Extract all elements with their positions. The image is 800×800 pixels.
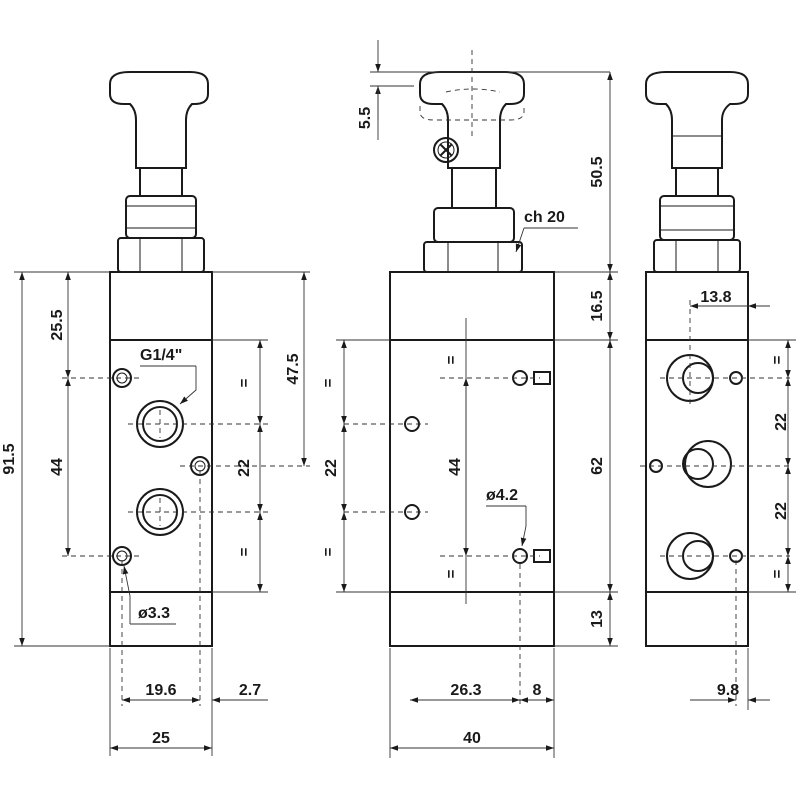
- bushing-mid: [433, 207, 515, 243]
- hex-nut-mid: [423, 241, 523, 273]
- mount-hole-top: [112, 368, 132, 388]
- dim-25: 25: [152, 730, 170, 747]
- left-view: [62, 71, 310, 706]
- handle-knob: [109, 71, 209, 169]
- dim-26-3: 26.3: [450, 682, 481, 699]
- valve-body: [109, 271, 213, 647]
- right-view: [640, 71, 790, 706]
- dim-50-5: 50.5: [589, 156, 606, 187]
- dim-40: 40: [463, 730, 481, 747]
- handle-knob-right: [645, 71, 749, 169]
- equal-mark: =: [320, 547, 337, 556]
- dim-16-5: 16.5: [589, 290, 606, 321]
- dim-22-left: 22: [236, 459, 253, 477]
- port-right-2: [684, 440, 732, 488]
- equal-mark: =: [236, 378, 253, 387]
- equal-mark: =: [443, 355, 460, 364]
- dim-91-5: 91.5: [1, 443, 18, 474]
- dim-25-5: 25.5: [49, 309, 66, 340]
- dim-2-7: 2.7: [239, 682, 261, 699]
- hex-nut-right: [653, 239, 741, 273]
- dim-9-8: 9.8: [717, 682, 739, 699]
- middle-dimensions: 5.5 50.5 16.5 62 13 = 22 = 44 = = ch 20 …: [320, 40, 618, 758]
- bushing: [125, 195, 197, 239]
- dim-19-6: 19.6: [145, 682, 176, 699]
- equal-mark: =: [443, 569, 460, 578]
- dim-47-5: 47.5: [285, 353, 302, 384]
- equal-mark: =: [320, 378, 337, 387]
- dim-44-left: 44: [49, 458, 66, 476]
- right-dimensions: 13.8 = 22 22 = 9.8: [690, 289, 796, 710]
- dim-22-right-b: 22: [773, 502, 790, 520]
- thread-label: G1/4": [140, 347, 182, 364]
- hex-label: ch 20: [524, 209, 565, 226]
- dim-22-mid: 22: [323, 459, 340, 477]
- dim-44-mid: 44: [447, 458, 464, 476]
- dim-8: 8: [533, 682, 542, 699]
- screw-head: [433, 137, 459, 163]
- left-dimensions: 91.5 25.5 44 47.5 = 22 = G1/4" ø3.3 25 1…: [1, 271, 310, 756]
- valve-body-mid: [389, 271, 555, 647]
- hex-nut: [117, 237, 205, 273]
- dim-62: 62: [589, 457, 606, 475]
- equal-mark: =: [769, 569, 786, 578]
- valve-body-right: [645, 271, 749, 647]
- dim-13: 13: [589, 610, 606, 628]
- stem-collar: [139, 167, 183, 197]
- stem-collar-mid: [451, 167, 497, 209]
- equal-mark: =: [769, 355, 786, 364]
- hole-3-3-label: ø3.3: [138, 605, 170, 622]
- dim-13-8: 13.8: [700, 289, 731, 306]
- stem-collar-right: [675, 167, 719, 197]
- dim-5-5: 5.5: [357, 107, 374, 129]
- equal-mark: =: [236, 547, 253, 556]
- bushing-right: [659, 195, 735, 241]
- hole-4-2-label: ø4.2: [486, 487, 518, 504]
- dim-22-right-a: 22: [773, 413, 790, 431]
- middle-view: [344, 50, 555, 706]
